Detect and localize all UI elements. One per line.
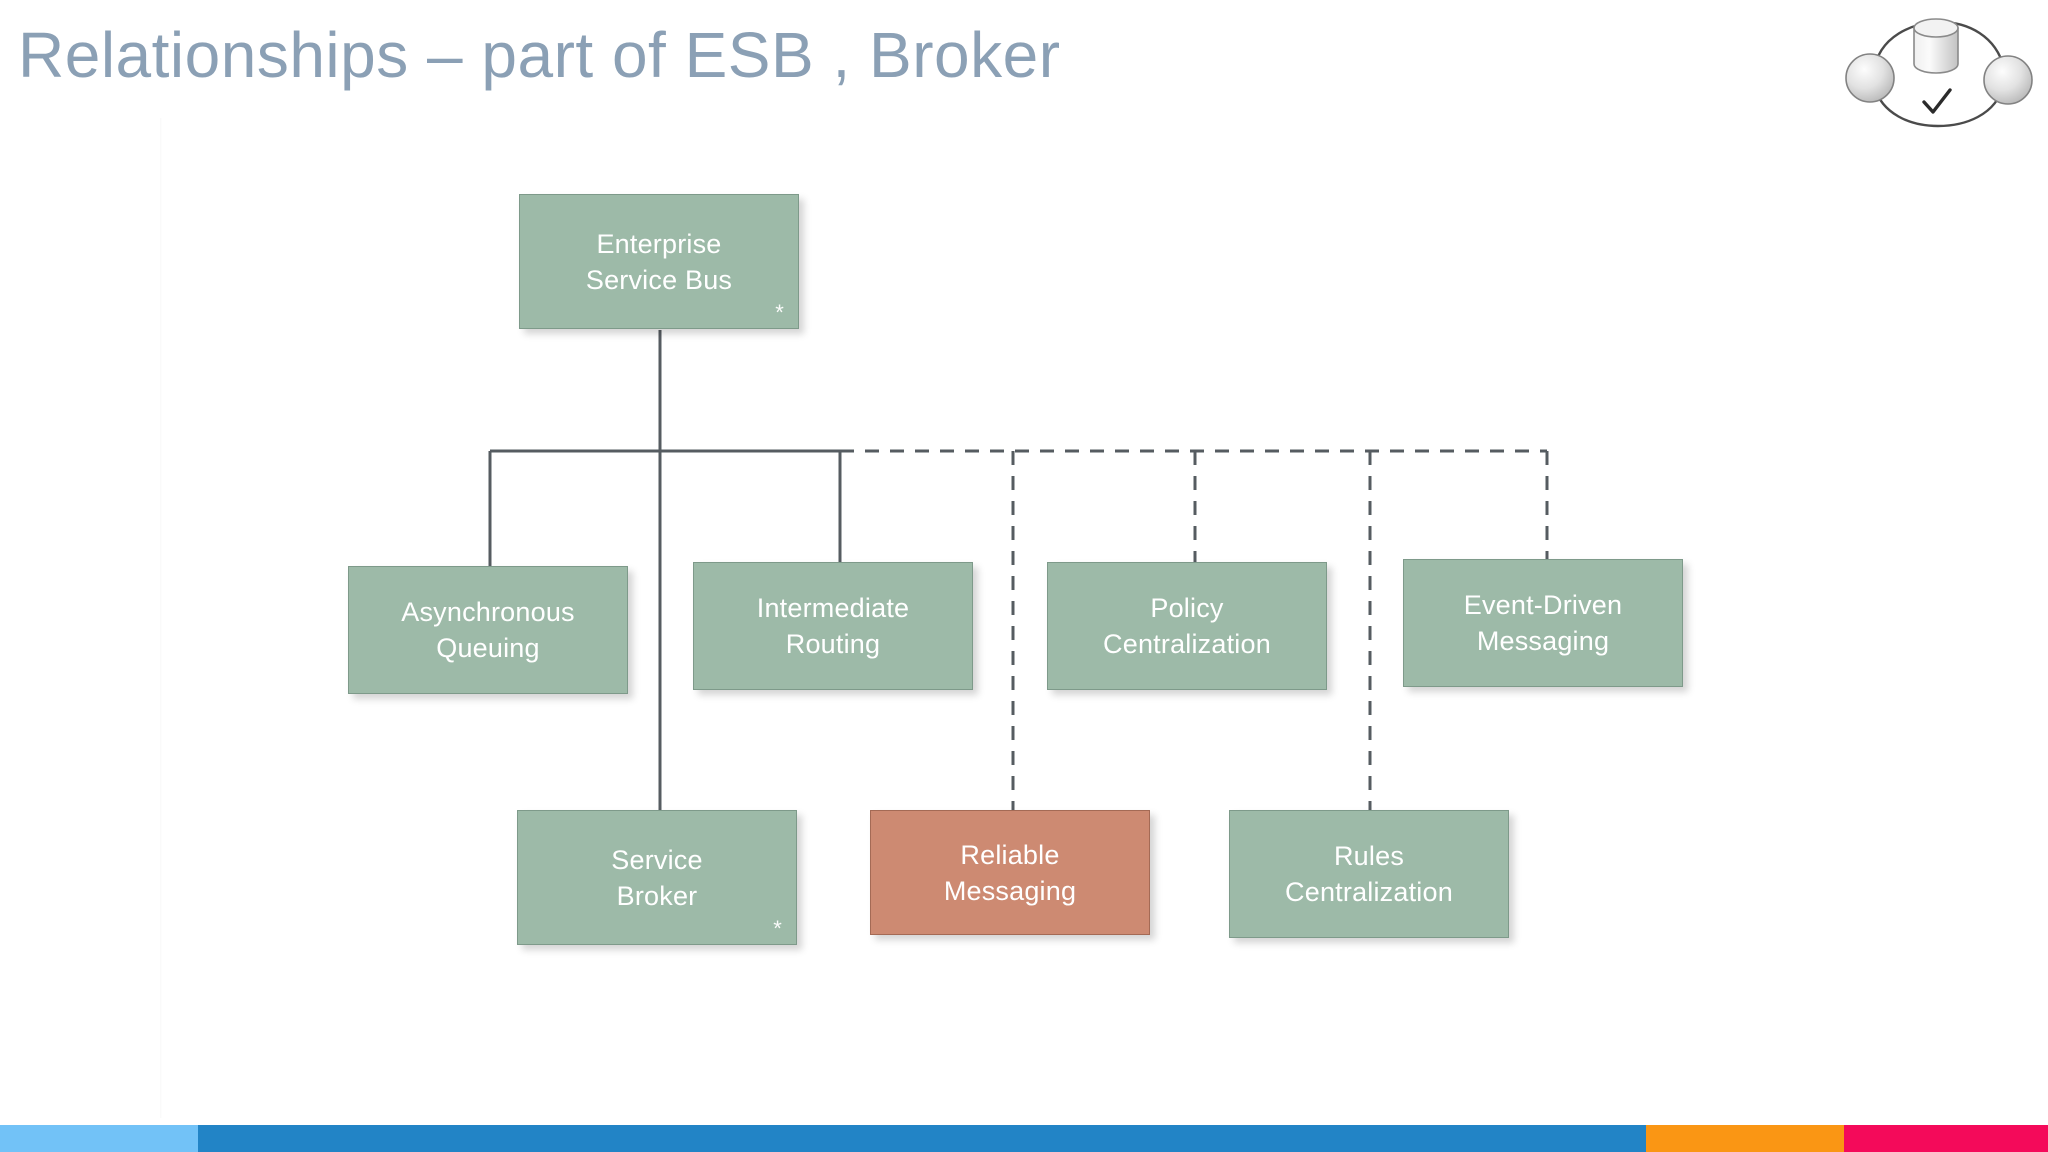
content-area-edge	[160, 118, 162, 1118]
node-service-broker[interactable]: Service Broker *	[517, 810, 797, 945]
node-label-line: Broker	[616, 880, 698, 911]
node-label-line: Messaging	[943, 875, 1077, 906]
node-enterprise-service-bus[interactable]: Enterprise Service Bus *	[519, 194, 799, 329]
accent-segment-orange	[1646, 1125, 1844, 1152]
node-event-driven-messaging[interactable]: Event-Driven Messaging	[1403, 559, 1683, 687]
node-label-line: Routing	[785, 629, 881, 659]
node-asynchronous-queuing[interactable]: Asynchronous Queuing	[348, 566, 628, 694]
node-label-line: Service Bus	[585, 264, 733, 295]
node-label-line: Asynchronous	[401, 597, 575, 627]
accent-segment-blue	[198, 1125, 1646, 1152]
asterisk-marker: *	[775, 300, 784, 325]
node-label-line: Reliable	[960, 839, 1060, 870]
node-label-line: Enterprise	[596, 228, 722, 259]
accent-segment-pink	[1844, 1125, 2048, 1152]
node-reliable-messaging[interactable]: Reliable Messaging	[870, 810, 1150, 935]
node-label-line: Messaging	[1476, 626, 1610, 656]
accent-segment-light-blue	[0, 1125, 198, 1152]
node-rules-centralization[interactable]: Rules Centralization	[1229, 810, 1509, 938]
node-label-line: Policy	[1150, 593, 1224, 623]
accent-bar	[0, 1125, 2048, 1152]
node-label-line: Centralization	[1103, 629, 1271, 659]
database-sync-check-logo	[1844, 6, 2034, 132]
page-title: Relationships – part of ESB , Broker	[18, 19, 1061, 91]
node-label-line: Event-Driven	[1463, 590, 1623, 620]
node-label-line: Queuing	[436, 633, 540, 663]
node-label-line: Centralization	[1285, 877, 1453, 907]
node-intermediate-routing[interactable]: Intermediate Routing	[693, 562, 973, 690]
node-label-line: Intermediate	[756, 593, 910, 623]
node-label-line: Service	[611, 844, 703, 875]
node-policy-centralization[interactable]: Policy Centralization	[1047, 562, 1327, 690]
asterisk-marker: *	[773, 916, 782, 941]
node-label-line: Rules	[1333, 841, 1405, 871]
